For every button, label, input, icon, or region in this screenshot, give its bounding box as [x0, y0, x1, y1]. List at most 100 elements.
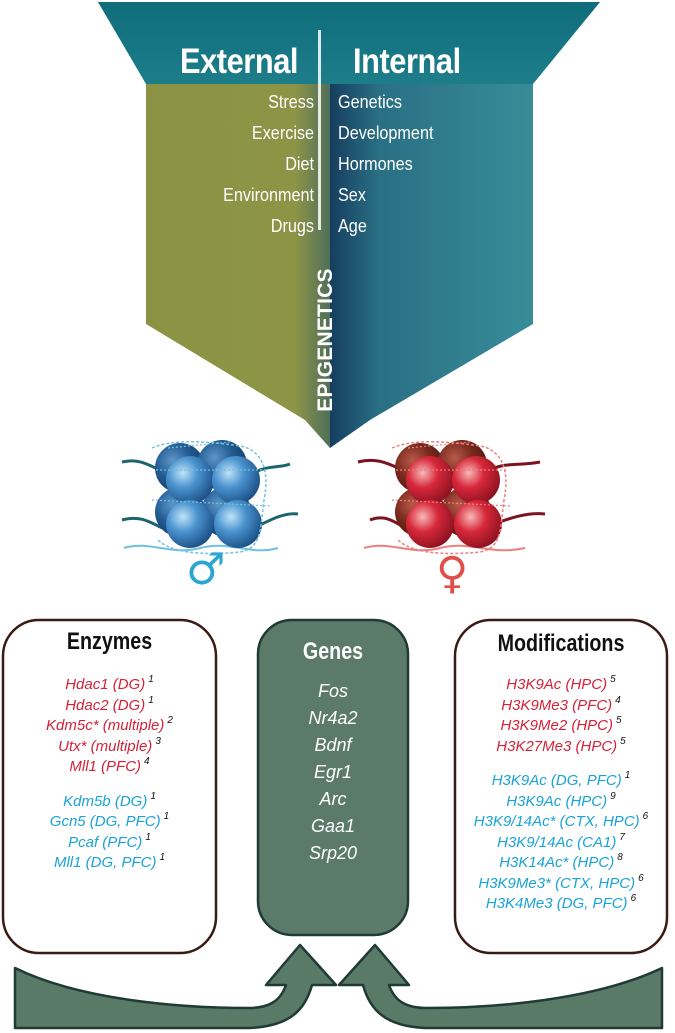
reference-number: 5 — [610, 674, 616, 685]
feedback-arrow-left — [13, 943, 338, 1030]
list-item: H3K14Ac* (HPC)8 — [455, 848, 667, 871]
female-symbol-icon: ♀ — [436, 548, 469, 599]
enzymes-title: Enzymes — [66, 628, 153, 655]
reference-number: 6 — [630, 893, 637, 904]
internal-heading: Internal — [353, 42, 461, 81]
external-heading: External — [180, 42, 299, 81]
item-name: H3K14Ac* (HPC) — [499, 854, 615, 871]
gene-item: Fos — [317, 681, 348, 701]
item-name: Utx* (multiple) — [58, 737, 153, 755]
genes-title: Genes — [302, 638, 364, 665]
feedback-arrow-right — [337, 943, 664, 1030]
item-name: H3K9Me3* (CTX, HPC) — [478, 874, 636, 892]
reference-number: 1 — [150, 790, 156, 802]
gene-item: Srp20 — [308, 843, 358, 863]
list-item: H3K9Ac (HPC)9 — [455, 787, 667, 810]
item-name: Kdm5b (DG) — [63, 792, 148, 810]
reference-number: 1 — [145, 831, 151, 843]
internal-factor: Age — [338, 216, 367, 236]
reference-number: 1 — [148, 674, 154, 685]
modifications-title: Modifications — [497, 630, 625, 657]
external-factor: Drugs — [270, 216, 314, 236]
internal-factor: Hormones — [338, 154, 413, 174]
list-item: H3K9Me2 (HPC)5 — [455, 711, 667, 734]
external-factor: Environment — [223, 185, 314, 205]
item-name: H3K9Ac (HPC) — [506, 676, 608, 693]
reference-number: 1 — [159, 852, 166, 863]
male-symbol-icon: ♂ — [186, 544, 226, 595]
reference-number: 5 — [620, 735, 626, 747]
reference-number: 6 — [638, 872, 644, 884]
item-name: H3K9Me3 (PFC) — [501, 696, 613, 714]
list-item: Mll1 (PFC)4 — [3, 752, 216, 775]
list-item: Hdac1 (DG)1 — [3, 670, 216, 693]
reference-number: 5 — [615, 715, 622, 726]
internal-factor: Sex — [338, 185, 366, 205]
item-name: H3K9/14Ac* (CTX, HPC) — [473, 813, 640, 830]
gene-item: Arc — [319, 789, 347, 809]
reference-number: 7 — [619, 831, 625, 843]
reference-number: 9 — [610, 790, 616, 802]
external-factor: Stress — [268, 92, 314, 112]
gene-item: Gaa1 — [310, 816, 356, 836]
gene-item: Nr4a2 — [308, 708, 358, 728]
list-item: Kdm5b (DG)1 — [3, 787, 216, 810]
list-item: Pcaf (PFC)1 — [3, 828, 216, 851]
reference-number: 6 — [642, 811, 649, 822]
list-item: Mll1 (DG, PFC)1 — [3, 848, 216, 871]
list-item: H3K9Ac (DG, PFC)1 — [455, 766, 667, 789]
reference-number: 1 — [163, 811, 170, 822]
item-name: Mll1 (PFC) — [69, 758, 142, 775]
reference-number: 1 — [148, 694, 154, 706]
female-nucleosome — [357, 440, 546, 555]
external-factor: Diet — [285, 154, 314, 174]
genes-box — [256, 618, 410, 937]
gene-item: Bdnf — [314, 735, 352, 755]
item-name: Kdm5c* (multiple) — [46, 717, 165, 734]
list-item: Kdm5c* (multiple)2 — [3, 711, 216, 734]
item-name: H3K9Ac (HPC) — [506, 792, 608, 810]
list-item: H3K27Me3 (HPC)5 — [455, 732, 667, 755]
list-item: H3K9Ac (HPC)5 — [455, 670, 667, 693]
list-item: Gcn5 (DG, PFC)1 — [3, 807, 216, 830]
reference-number: 1 — [624, 770, 631, 781]
item-name: Hdac1 (DG) — [65, 676, 146, 693]
epigenetics-label: EPIGENETICS — [314, 268, 337, 412]
reference-number: 2 — [167, 715, 173, 726]
list-item: H3K9/14Ac* (CTX, HPC)6 — [455, 807, 667, 830]
list-item: H3K9Me3 (PFC)4 — [455, 691, 667, 714]
gene-item: Egr1 — [313, 762, 353, 782]
internal-arrow-half — [330, 2, 600, 448]
modifications-box — [453, 618, 669, 955]
item-name: Hdac2 (DG) — [65, 696, 146, 714]
external-arrow-half — [98, 2, 330, 448]
arrow-header-band — [98, 2, 600, 84]
item-name: Mll1 (DG, PFC) — [53, 854, 157, 871]
item-name: Gcn5 (DG, PFC) — [49, 813, 161, 830]
list-item: H3K9Me3* (CTX, HPC)6 — [455, 869, 667, 892]
list-item: Utx* (multiple)3 — [3, 732, 216, 755]
enzymes-box — [1, 618, 218, 955]
reference-number: 4 — [144, 756, 150, 767]
item-name: H3K4Me3 (DG, PFC) — [485, 895, 628, 912]
internal-factor: Genetics — [338, 92, 402, 112]
male-nucleosome — [121, 440, 299, 555]
external-factor: Exercise — [251, 123, 314, 143]
item-name: H3K9Ac (DG, PFC) — [491, 772, 622, 789]
list-item: H3K4Me3 (DG, PFC)6 — [455, 889, 667, 912]
item-name: Pcaf (PFC) — [68, 833, 143, 851]
list-item: Hdac2 (DG)1 — [3, 691, 216, 714]
item-name: H3K9/14Ac (CA1) — [497, 833, 617, 851]
item-name: H3K9Me2 (HPC) — [500, 717, 613, 734]
arrow-divider — [318, 30, 321, 230]
reference-number: 4 — [615, 694, 621, 706]
reference-number: 8 — [617, 852, 623, 863]
